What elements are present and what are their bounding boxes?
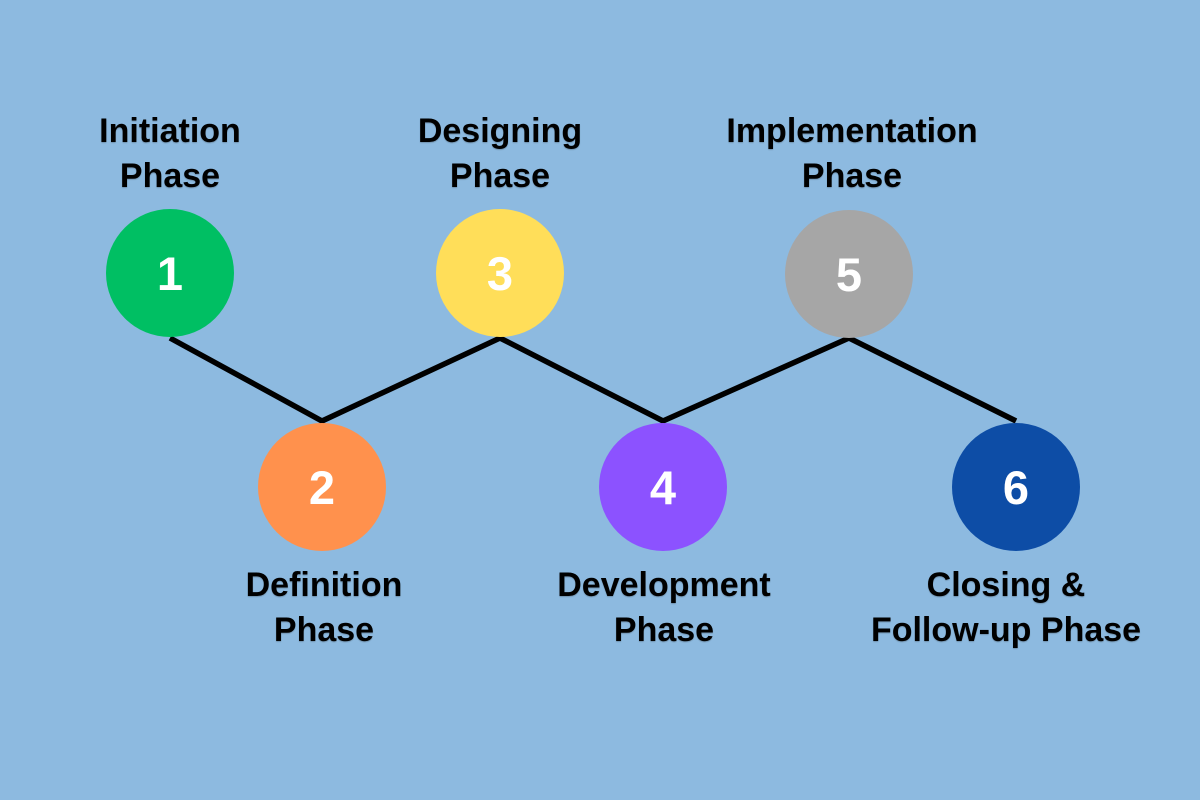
phase-label-line-1: Initiation: [99, 112, 241, 150]
phase-label-line-2: Phase: [613, 611, 715, 649]
phase-4-circle: 4: [599, 423, 727, 551]
phase-label-line-2: Phase: [119, 157, 221, 195]
phase-label-line-2: Follow-up Phase: [870, 611, 1142, 649]
phase-1-label: Initiation Phase: [0, 109, 340, 199]
phase-label-line-2: Phase: [449, 157, 551, 195]
phase-5-circle: 5: [785, 210, 913, 338]
phase-label-line-2: Phase: [801, 157, 903, 195]
phase-3-label: Designing Phase: [330, 109, 670, 199]
phase-6-number: 6: [1002, 460, 1030, 514]
phase-4-label: Development Phase: [494, 563, 834, 653]
phase-4-number: 4: [649, 460, 677, 514]
phase-3-circle: 3: [436, 209, 564, 337]
phase-label-line-1: Development: [557, 566, 771, 604]
phase-5-number: 5: [835, 247, 863, 301]
phase-3-number: 3: [486, 246, 514, 300]
phase-label-line-2: Phase: [273, 611, 375, 649]
phase-6-label: Closing & Follow-up Phase: [836, 563, 1176, 653]
phase-label-line-1: Closing &: [926, 566, 1086, 604]
connector-polyline: [168, 334, 1018, 425]
phase-1-circle: 1: [106, 209, 234, 337]
phase-6-circle: 6: [952, 423, 1080, 551]
phase-2-label: Definition Phase: [154, 563, 494, 653]
phase-label-line-1: Definition: [245, 566, 403, 604]
phase-2-number: 2: [308, 460, 336, 514]
phase-1-number: 1: [156, 246, 184, 300]
phase-label-line-1: Implementation: [726, 112, 978, 150]
phase-2-circle: 2: [258, 423, 386, 551]
phase-label-line-1: Designing: [417, 112, 583, 150]
phase-5-label: Implementation Phase: [682, 109, 1022, 199]
